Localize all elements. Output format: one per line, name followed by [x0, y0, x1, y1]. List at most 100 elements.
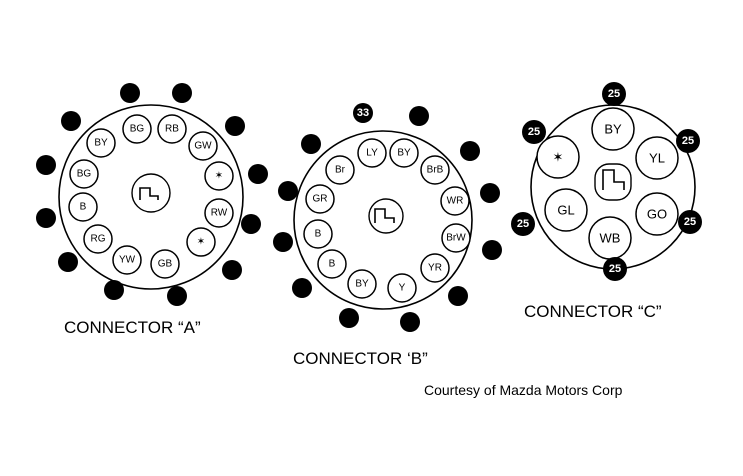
connector-b-pin: BY	[389, 138, 419, 168]
connector-b-terminal-number	[292, 278, 312, 298]
connector-b: Br LY BY BrB WR BrW YR Y BY B B GR 33	[273, 103, 502, 332]
pin-label: GR	[313, 194, 328, 205]
pin-label: BG	[130, 124, 145, 135]
connector-c-pin: WB	[588, 216, 632, 260]
terminal-number-label: 25	[517, 218, 529, 230]
connector-b-terminal-number	[278, 181, 298, 201]
pin-label: ✶	[197, 237, 205, 248]
connector-b-terminal-number	[400, 312, 420, 332]
connector-b-terminal-number	[482, 240, 502, 260]
connector-b-pin: BrB	[420, 155, 450, 185]
connector-b-pin: BY	[347, 269, 377, 299]
connector-a-terminal-number	[241, 214, 261, 234]
connector-b-pin: GR	[305, 184, 335, 214]
terminal-number-label: 25	[528, 126, 540, 138]
connector-b-outline	[293, 130, 473, 310]
connector-a-terminal-number	[248, 164, 268, 184]
connector-c-pin: YL	[635, 136, 679, 180]
connector-a-pin: RW	[204, 198, 234, 228]
pin-label: Br	[335, 165, 346, 176]
pin-label: GL	[557, 203, 574, 218]
connector-b-terminal-number	[460, 141, 480, 161]
connector-a-terminal-number	[61, 111, 81, 131]
connector-c-pin: ✶	[536, 135, 580, 179]
pin-label: RB	[165, 124, 179, 135]
pin-label: YL	[649, 151, 665, 166]
connector-a-terminal-number	[172, 83, 192, 103]
connector-b-pin: LY	[357, 138, 387, 168]
connector-b-terminal-number	[273, 232, 293, 252]
connector-b-pin: BrW	[441, 223, 471, 253]
connector-b-terminal-number	[448, 286, 468, 306]
connector-b-pin: B	[317, 249, 347, 279]
connector-c-pin: GO	[635, 192, 679, 236]
pin-label: BrB	[427, 165, 444, 176]
terminal-number-label: 25	[682, 135, 694, 147]
connector-a-pin: GW	[188, 131, 218, 161]
connector-b-pin: WR	[440, 186, 470, 216]
connector-a-pin: RB	[157, 114, 187, 144]
pin-label: BY	[94, 138, 108, 149]
connector-a-terminal-number	[225, 116, 245, 136]
connector-b-terminal-number	[339, 308, 359, 328]
pin-label: B	[315, 229, 322, 240]
terminal-number-label: 25	[609, 263, 621, 275]
pin-label: LY	[366, 148, 378, 159]
connector-c-terminal-number: 25	[522, 120, 546, 144]
pin-label: WB	[600, 231, 621, 246]
connector-b-terminal-number	[409, 106, 429, 126]
connector-a-pin: YW	[112, 245, 142, 275]
connector-a-pin: B	[68, 192, 98, 222]
connector-a-key-icon	[131, 173, 171, 213]
pin-label: BrW	[446, 233, 466, 244]
credit-line: Courtesy of Mazda Motors Corp	[424, 382, 623, 398]
terminal-number-label: 25	[608, 88, 620, 100]
connector-b-terminal-number	[480, 183, 500, 203]
connector-b-pin: B	[303, 219, 333, 249]
connector-a-terminal-number	[36, 208, 56, 228]
pin-label: ✶	[215, 171, 223, 182]
connector-a-pin: BG	[69, 159, 99, 189]
connector-c-terminal-number: 25	[678, 210, 702, 234]
connector-c-pin: GL	[544, 188, 588, 232]
pin-label: ✶	[553, 150, 564, 165]
connector-a-caption: CONNECTOR “A”	[64, 318, 201, 337]
pin-label: RG	[91, 234, 106, 245]
pin-label: GW	[194, 141, 212, 152]
connector-a-terminal-number	[104, 280, 124, 300]
pin-label: YR	[428, 263, 442, 274]
connector-c-key-icon	[594, 163, 632, 201]
connector-a-terminal-number	[120, 83, 140, 103]
pin-label: BY	[355, 279, 369, 290]
connector-a-terminal-number	[36, 155, 56, 175]
connector-a-terminal-number	[167, 286, 187, 306]
connector-a-outline	[58, 104, 244, 290]
pin-label: BG	[77, 169, 92, 180]
connector-a-pin: BG	[122, 114, 152, 144]
terminal-number-label: 33	[357, 107, 369, 119]
connector-b-terminal-number	[301, 134, 321, 154]
connector-a-pin: GB	[150, 249, 180, 279]
connector-c-terminal-number: 25	[676, 129, 700, 153]
connector-a-terminal-number	[58, 252, 78, 272]
connector-b-pin: Br	[325, 155, 355, 185]
pin-label: BY	[604, 122, 622, 137]
connector-a-pin: RG	[83, 224, 113, 254]
pin-label: WR	[447, 196, 464, 207]
connector-b-key-icon	[368, 198, 404, 234]
connector-a: BY BG RB GW ✶ RW ✶ GB YW RG B BG	[36, 83, 268, 306]
pin-label: Y	[399, 283, 406, 294]
connector-c-caption: CONNECTOR “C”	[524, 302, 662, 321]
connector-c-terminal-number: 25	[511, 212, 535, 236]
pin-label: GO	[647, 207, 667, 222]
pin-label: B	[329, 259, 336, 270]
connector-a-pin: ✶	[204, 161, 234, 191]
terminal-number-label: 25	[684, 216, 696, 228]
connector-a-pin: ✶	[186, 227, 216, 257]
connector-b-caption: CONNECTOR ‘B”	[293, 349, 428, 368]
connector-b-pin: YR	[420, 253, 450, 283]
connector-c: BY YL GO WB GL ✶ 25 25 25 25 25 25	[511, 82, 702, 281]
connector-c-terminal-number: 25	[602, 82, 626, 106]
connector-a-pin: BY	[86, 128, 116, 158]
